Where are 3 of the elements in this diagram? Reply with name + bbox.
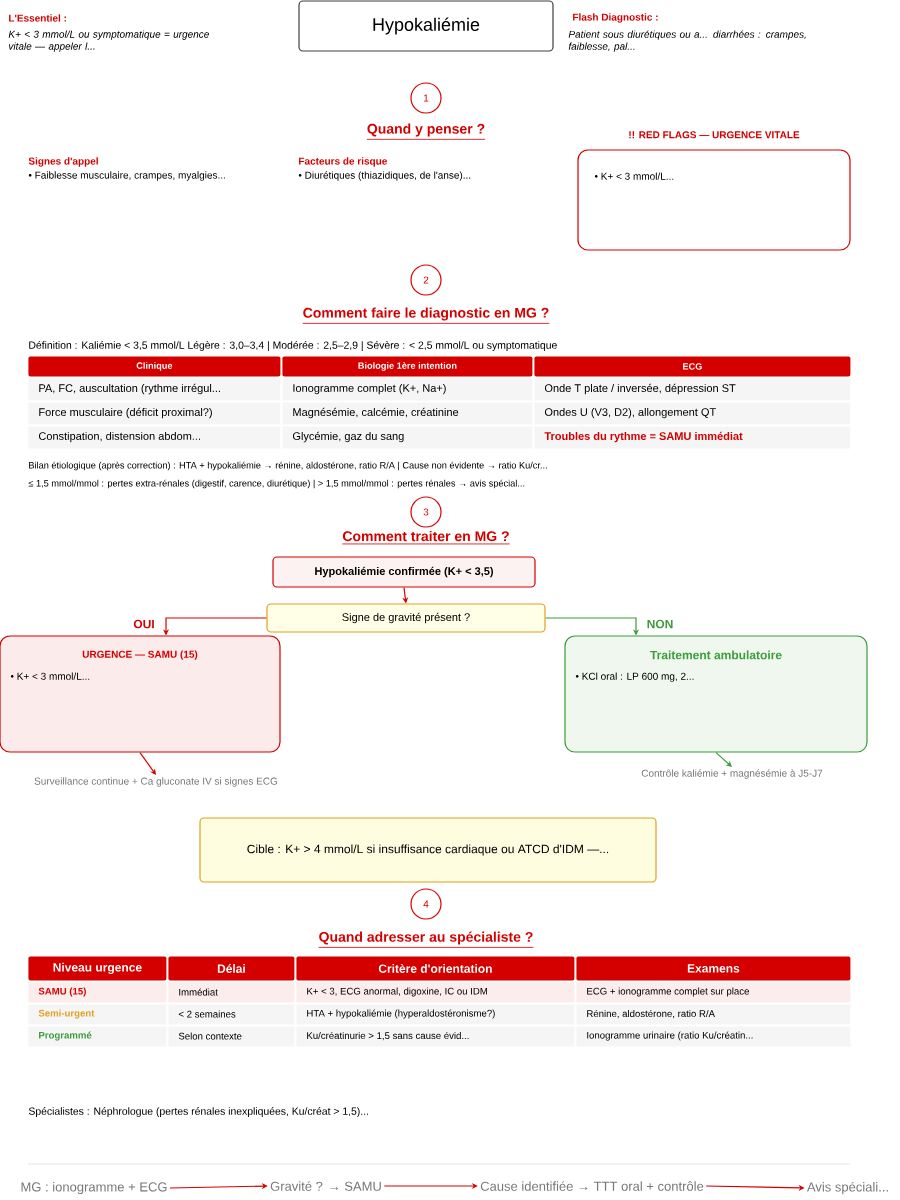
arrow: [139, 752, 156, 775]
arrow: [715, 752, 732, 767]
title-box: Hypokaliémie: [298, 0, 554, 52]
